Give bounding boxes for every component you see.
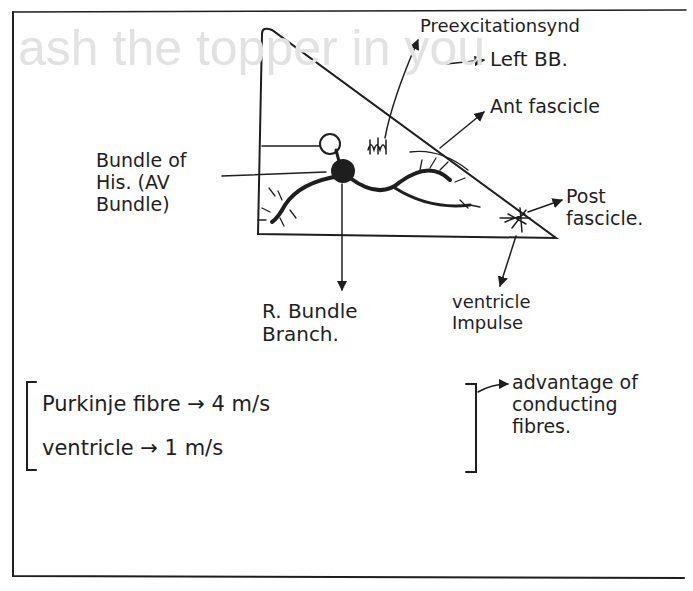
- impulse-mark: [500, 208, 530, 232]
- bundle-of-his: [331, 159, 355, 183]
- accessory-pathway: [368, 138, 386, 154]
- leader-arrow: [478, 384, 508, 392]
- part-label: R. Bundle Branch.: [262, 300, 412, 346]
- part-label: Bundle of His. (AV Bundle): [96, 150, 220, 216]
- note-text: advantage of conducting fibres.: [512, 372, 672, 438]
- leader-arrow: [440, 112, 484, 148]
- part-label: Ant fascicle: [490, 96, 600, 118]
- part-label: Left BB.: [490, 48, 568, 71]
- bracket: [27, 382, 36, 470]
- part-label: ventricle Impulse: [452, 292, 562, 333]
- leader-line: [222, 172, 326, 176]
- note-text: Purkinje fibre → 4 m/s: [42, 392, 270, 416]
- page-frame: [13, 12, 684, 578]
- part-label: Post fascicle.: [566, 186, 676, 230]
- page-frame: [13, 10, 686, 12]
- post-fascicle-line: [395, 188, 470, 206]
- purkinje-hatch: [258, 188, 296, 226]
- part-label: Preexcitationsynd: [420, 16, 580, 37]
- watermark: ash the topper in you: [18, 20, 485, 78]
- leader-arrow: [500, 236, 516, 286]
- ant-fascicle-line: [410, 151, 468, 170]
- leader-arrow: [341, 184, 343, 290]
- note-text: ventricle → 1 m/s: [42, 436, 223, 460]
- atrial-line: [262, 145, 320, 147]
- leader-arrow: [528, 200, 562, 212]
- bracket: [466, 384, 476, 472]
- purkinje-hatch: [420, 158, 480, 208]
- left-bundle: [350, 170, 450, 190]
